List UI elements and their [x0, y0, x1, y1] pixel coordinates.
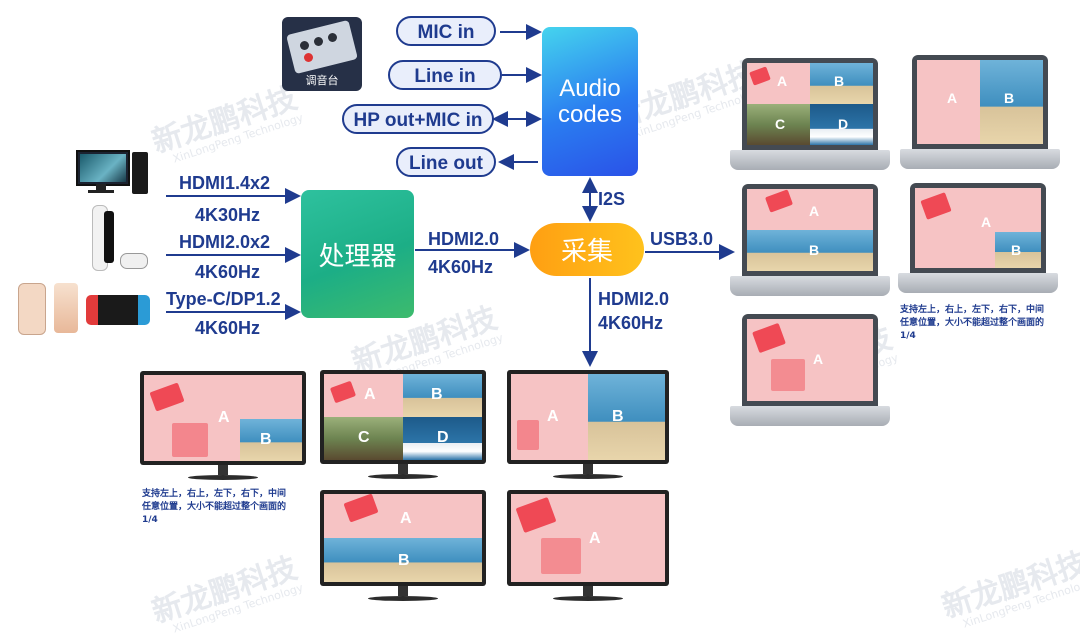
- game-console-icon: [86, 205, 150, 271]
- audio-box-line2: codes: [558, 101, 622, 128]
- hdmi-out-interface: HDMI2.0: [598, 289, 669, 310]
- processor-label: 处理器: [318, 236, 396, 273]
- pip-note-laptop: 支持左上，右上，左下，右下，中间任意位置，大小不能超过整个画面的1/4: [900, 304, 1050, 343]
- zone-label: A: [400, 510, 412, 528]
- zone-label: A: [813, 351, 823, 367]
- capture-label: 采集: [561, 231, 613, 268]
- zone-label: D: [437, 429, 449, 447]
- line-in-pill: Line in: [388, 60, 502, 90]
- input1-rate: 4K30Hz: [195, 205, 260, 226]
- monitor-pip-bottom-right: A B: [140, 371, 306, 483]
- zone-label: A: [364, 386, 376, 404]
- hp-out-mic-in-pill: HP out+MIC in: [342, 104, 494, 134]
- zone-label: B: [809, 242, 819, 258]
- zone-label: A: [589, 530, 601, 548]
- line-out-pill: Line out: [396, 147, 496, 177]
- zone-label: A: [547, 408, 559, 426]
- zone-label: A: [981, 214, 991, 230]
- zone-label: D: [838, 116, 848, 132]
- laptop-top-bottom: A B: [730, 184, 890, 302]
- zone-label: A: [777, 73, 787, 89]
- input1-label: HDMI1.4x2: [179, 173, 270, 194]
- laptop-quad-split: A B C D: [730, 58, 890, 176]
- zone-label: B: [1011, 242, 1021, 258]
- monitor-fullscreen: A: [507, 490, 669, 606]
- zone-label: B: [834, 73, 844, 89]
- input3-label: Type-C/DP1.2: [166, 289, 281, 310]
- proc-cap-rate: 4K60Hz: [428, 257, 493, 278]
- zone-label: A: [809, 203, 819, 219]
- zone-label: B: [431, 386, 443, 404]
- audio-box-line1: Audio: [559, 75, 620, 102]
- zone-label: B: [398, 552, 410, 570]
- input3-rate: 4K60Hz: [195, 318, 260, 339]
- zone-label: B: [260, 431, 272, 449]
- zone-label: B: [612, 408, 624, 426]
- laptop-fullscreen: A: [730, 314, 890, 432]
- i2s-label: I2S: [598, 189, 625, 210]
- mic-in-pill: MIC in: [396, 16, 496, 46]
- zone-label: A: [218, 409, 230, 427]
- laptop-pip-bottom-right: A B: [898, 183, 1058, 301]
- usb-label: USB3.0: [650, 229, 713, 250]
- zone-label: A: [947, 90, 957, 106]
- audio-mixer-icon: 调音台: [282, 17, 362, 91]
- monitor-top-bottom: A B: [320, 490, 486, 606]
- zone-label: C: [358, 429, 370, 447]
- capture-box: 采集: [530, 223, 644, 276]
- mixer-caption: 调音台: [282, 72, 362, 88]
- monitor-side-by-side: A B: [507, 370, 669, 482]
- input2-label: HDMI2.0x2: [179, 232, 270, 253]
- monitor-quad-split: A B C D: [320, 370, 486, 482]
- hdmi-out-rate: 4K60Hz: [598, 313, 663, 334]
- desktop-pc-icon: [76, 150, 156, 196]
- processor-box: 处理器: [301, 190, 414, 318]
- zone-label: C: [775, 116, 785, 132]
- zone-label: B: [1004, 90, 1014, 106]
- proc-cap-interface: HDMI2.0: [428, 229, 499, 250]
- input2-rate: 4K60Hz: [195, 262, 260, 283]
- phone-and-switch-icon: [18, 283, 150, 335]
- laptop-side-by-side: A B: [900, 55, 1060, 173]
- pip-note-monitor: 支持左上，右上，左下，右下，中间任意位置，大小不能超过整个画面的1/4: [142, 488, 292, 527]
